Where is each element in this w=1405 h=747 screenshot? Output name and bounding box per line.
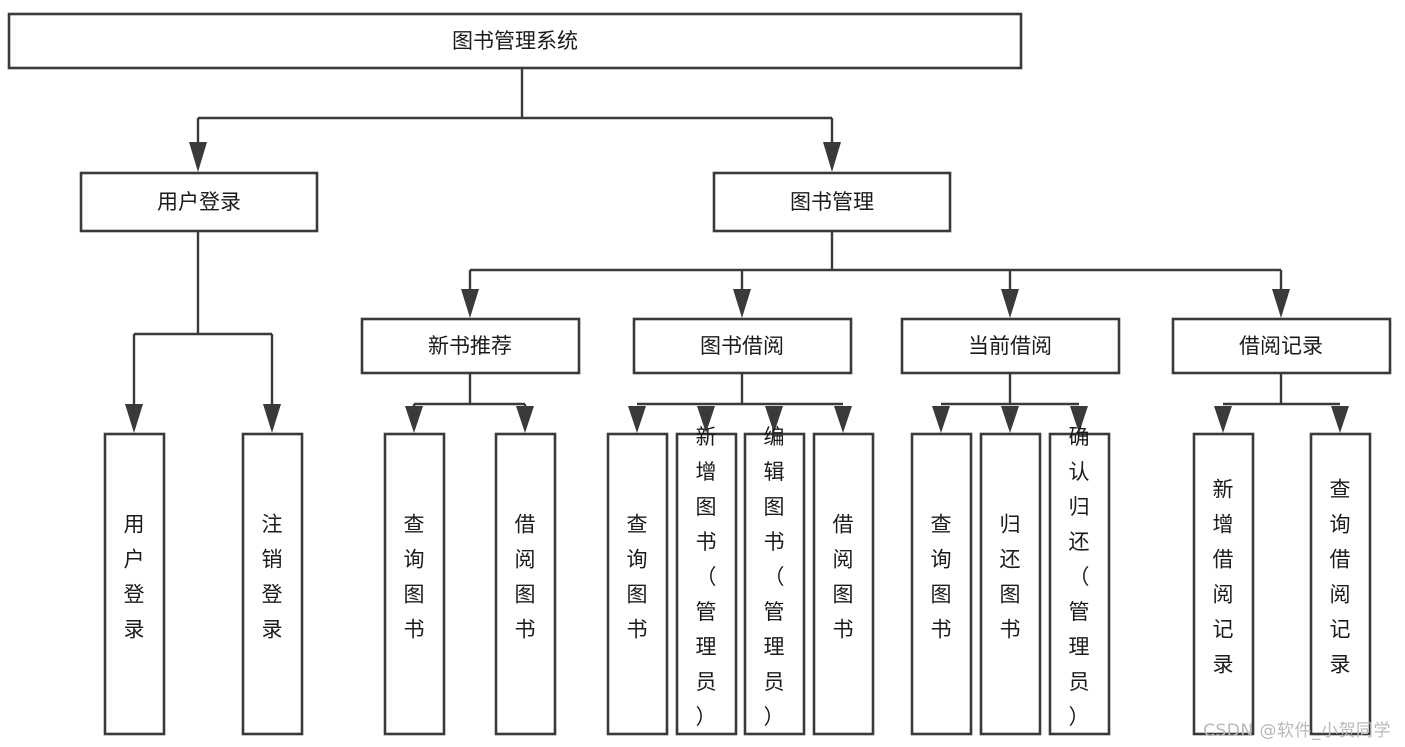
node-current-borrow-box[interactable] [900,317,1121,375]
node-leaf-query-book-2-box[interactable] [606,432,669,736]
arrow-head-icon [1001,406,1019,433]
node-leaf-add-record-label: 新增借阅记录 [1213,478,1234,677]
arrow-head-icon [405,406,423,433]
node-leaf-confirm-return-box[interactable] [1048,432,1111,736]
node-leaf-return-book-label: 归还图书 [1000,513,1021,642]
arrow-head-icon [765,406,783,433]
node-book-borrow[interactable]: 图书借阅 [632,317,853,375]
node-new-book-rec-label: 新书推荐 [428,334,512,358]
node-leaf-logout-label: 注销登录 [262,513,283,642]
node-leaf-borrow-book-1-box[interactable] [494,432,557,736]
node-leaf-query-book-1-label: 查询图书 [404,513,425,642]
node-leaf-user-login-box[interactable] [103,432,166,736]
node-root-label: 图书管理系统 [452,29,578,53]
node-leaf-query-book-1[interactable]: 查询图书 [383,432,446,736]
node-leaf-add-book-label: 新增图书（管理员） [696,425,717,729]
connector-root-to-level2 [189,68,841,172]
node-book-manage-label: 图书管理 [790,190,874,214]
node-leaf-edit-book[interactable]: 编辑图书（管理员） [743,425,806,736]
connector-borrowrecord-to-leaves [1214,373,1349,433]
node-leaf-add-book[interactable]: 新增图书（管理员） [675,425,738,736]
arrow-head-icon [1214,406,1232,433]
node-leaf-logout-box[interactable] [241,432,304,736]
node-user-login-box[interactable] [79,171,319,233]
node-borrow-record-box[interactable] [1171,317,1392,375]
arrow-head-icon [1070,406,1088,433]
arrow-head-icon [697,406,715,433]
node-leaf-query-record[interactable]: 查询借阅记录 [1309,432,1372,736]
node-new-book-rec[interactable]: 新书推荐 [360,317,581,375]
connector-userlogin-to-leaves [125,231,281,433]
node-user-login[interactable]: 用户登录 [79,171,319,233]
node-root-box[interactable] [7,12,1023,70]
node-leaf-query-record-box[interactable] [1309,432,1372,736]
node-borrow-record[interactable]: 借阅记录 [1171,317,1392,375]
arrow-head-icon [189,142,207,172]
node-leaf-user-login-label: 用户登录 [124,513,145,642]
node-leaf-borrow-book-2[interactable]: 借阅图书 [812,432,875,736]
node-book-borrow-box[interactable] [632,317,853,375]
node-leaf-borrow-book-1[interactable]: 借阅图书 [494,432,557,736]
node-leaf-edit-book-box[interactable] [743,432,806,736]
arrow-head-icon [1331,406,1349,433]
node-leaf-borrow-book-2-box[interactable] [812,432,875,736]
node-new-book-rec-box[interactable] [360,317,581,375]
arrow-head-icon [628,406,646,433]
connector-bookmanage-to-level3 [461,231,1290,318]
node-leaf-query-book-1-box[interactable] [383,432,446,736]
node-leaf-logout[interactable]: 注销登录 [241,432,304,736]
node-leaf-add-record[interactable]: 新增借阅记录 [1192,432,1255,736]
node-leaf-edit-book-label: 编辑图书（管理员） [764,425,785,729]
node-leaf-query-record-label: 查询借阅记录 [1330,478,1351,677]
arrow-head-icon [1001,289,1019,318]
node-leaf-add-book-box[interactable] [675,432,738,736]
arrow-head-icon [461,289,479,318]
node-leaf-return-book[interactable]: 归还图书 [979,432,1042,736]
connector-currentborrow-to-leaves [932,373,1088,433]
node-leaf-confirm-return-label: 确认归还（管理员） [1069,425,1090,729]
node-book-manage-box[interactable] [712,171,952,233]
node-book-manage[interactable]: 图书管理 [712,171,952,233]
node-leaf-query-book-3-label: 查询图书 [931,513,952,642]
arrow-head-icon [823,142,841,172]
node-leaf-borrow-book-1-label: 借阅图书 [515,513,536,642]
node-user-login-label: 用户登录 [157,190,241,214]
arrow-head-icon [516,406,534,433]
arrow-head-icon [1272,289,1290,318]
arrow-head-icon [932,406,950,433]
node-root-system[interactable]: 图书管理系统 [7,12,1023,70]
node-leaf-borrow-book-2-label: 借阅图书 [833,513,854,642]
arrow-head-icon [733,289,751,318]
node-current-borrow[interactable]: 当前借阅 [900,317,1121,375]
node-borrow-record-label: 借阅记录 [1239,334,1323,358]
connector-newbook-to-leaves [405,373,534,433]
connector-bookborrow-to-leaves [628,373,852,433]
node-book-borrow-label: 图书借阅 [700,334,784,358]
node-leaf-query-book-2[interactable]: 查询图书 [606,432,669,736]
node-leaf-query-book-3-box[interactable] [910,432,973,736]
node-leaf-query-book-3[interactable]: 查询图书 [910,432,973,736]
node-leaf-return-book-box[interactable] [979,432,1042,736]
arrow-head-icon [263,404,281,433]
node-leaf-add-record-box[interactable] [1192,432,1255,736]
node-current-borrow-label: 当前借阅 [968,334,1052,358]
node-leaf-query-book-2-label: 查询图书 [627,513,648,642]
arrow-head-icon [125,404,143,433]
arrow-head-icon [834,406,852,433]
node-leaf-user-login[interactable]: 用户登录 [103,432,166,736]
node-leaf-confirm-return[interactable]: 确认归还（管理员） [1048,425,1111,736]
